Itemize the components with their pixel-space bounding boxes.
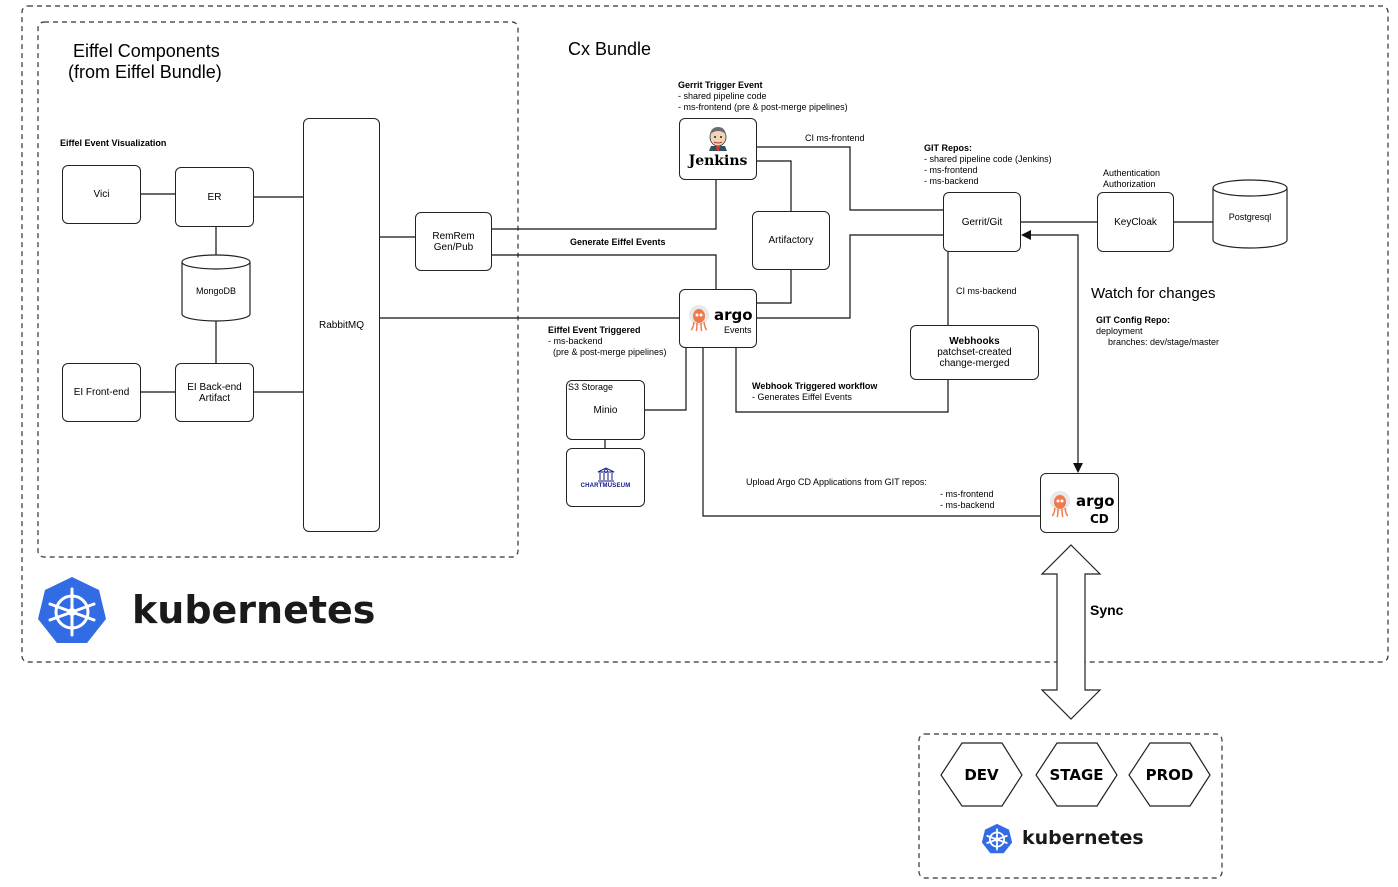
config-repo-line2: branches: dev/stage/master — [1108, 337, 1220, 347]
config-repo-line1: deployment — [1096, 326, 1143, 336]
webhook-workflow-line1: - Generates Eiffel Events — [752, 392, 852, 402]
config-repo-title: GIT Config Repo: — [1096, 315, 1170, 325]
chartmuseum-logo-icon — [597, 466, 614, 481]
mongodb-label: MongoDB — [195, 286, 237, 296]
env-dev-label: DEV — [964, 765, 999, 784]
gerrit-trigger-title: Gerrit Trigger Event — [678, 80, 763, 90]
jenkins-node: Jenkins — [679, 118, 757, 180]
git-repos-line2: - ms-frontend — [924, 165, 978, 175]
postgresql-label: Postgresql — [1228, 212, 1272, 222]
env-dev-hexagon — [940, 742, 1023, 807]
eiffel-title-line2: (from Eiffel Bundle) — [68, 62, 222, 82]
argo-logo-icon — [689, 305, 709, 332]
chartmuseum-node: CHARTMUSEUM — [566, 448, 645, 507]
postgresql-cylinder — [1212, 179, 1288, 249]
ci-frontend-label: CI ms-frontend — [805, 133, 865, 143]
eiffel-bundle-frame — [37, 21, 519, 558]
eiffel-triggered-line1: - ms-backend — [548, 336, 603, 346]
vici-node: Vici — [62, 165, 141, 224]
auth-line2: Authorization — [1103, 179, 1156, 189]
gerrit-git-node: Gerrit/Git — [943, 192, 1021, 252]
gerrit-trigger-line1: - shared pipeline code — [678, 91, 767, 101]
kubernetes-logo-icon — [981, 823, 1013, 854]
env-stage-hexagon — [1035, 742, 1118, 807]
generate-events-label: Generate Eiffel Events — [570, 237, 666, 247]
env-prod-hexagon — [1128, 742, 1211, 807]
argo-cd-node: argo CD — [1040, 473, 1119, 533]
git-repos-line1: - shared pipeline code (Jenkins) — [924, 154, 1052, 164]
watch-for-changes-label: Watch for changes — [1091, 285, 1216, 302]
sync-label: Sync — [1090, 602, 1124, 618]
jenkins-logo-icon — [709, 127, 727, 151]
cx-bundle-title: Cx Bundle — [568, 39, 652, 59]
ei-frontend-node: EI Front-end — [62, 363, 141, 422]
environments-frame — [918, 733, 1223, 879]
kubernetes-cluster-frame — [21, 5, 1389, 663]
webhooks-node: Webhooks patchset-created change-merged — [910, 325, 1039, 380]
git-repos-line3: - ms-backend — [924, 176, 979, 186]
env-prod-label: PROD — [1145, 765, 1194, 784]
argo-events-node: argo Events — [679, 289, 757, 348]
env-stage-label: STAGE — [1049, 765, 1104, 784]
webhook-workflow-title: Webhook Triggered workflow — [752, 381, 878, 391]
argo-logo-icon — [1050, 491, 1070, 518]
gerrit-trigger-line2: - ms-frontend (pre & post-merge pipeline… — [678, 102, 848, 112]
kubernetes-logo-icon — [38, 577, 106, 643]
ci-backend-label: CI ms-backend — [956, 286, 1017, 296]
kubernetes-small-label: kubernetes — [1022, 827, 1144, 849]
rabbitmq-node: RabbitMQ — [303, 118, 380, 532]
eiffel-triggered-line2: (pre & post-merge pipelines) — [553, 347, 667, 357]
artifactory-node: Artifactory — [752, 211, 830, 270]
mongodb-cylinder — [181, 254, 251, 322]
eiffel-visualization-label: Eiffel Event Visualization — [60, 138, 167, 148]
eiffel-triggered-title: Eiffel Event Triggered — [548, 325, 641, 335]
auth-line1: Authentication — [1103, 168, 1161, 178]
s3-storage-label: S3 Storage — [568, 382, 614, 392]
sync-double-arrow — [1040, 544, 1102, 720]
upload-argocd-line1: - ms-frontend — [940, 489, 994, 499]
git-repos-title: GIT Repos: — [924, 143, 973, 153]
upload-argocd-line2: - ms-backend — [940, 500, 995, 510]
keycloak-node: KeyCloak — [1097, 192, 1174, 252]
er-node: ER — [175, 167, 254, 227]
kubernetes-label: kubernetes — [132, 588, 376, 632]
minio-node: Minio — [566, 380, 645, 440]
upload-argocd-label: Upload Argo CD Applications from GIT rep… — [746, 477, 927, 487]
eiffel-title-line1: Eiffel Components — [73, 41, 220, 61]
